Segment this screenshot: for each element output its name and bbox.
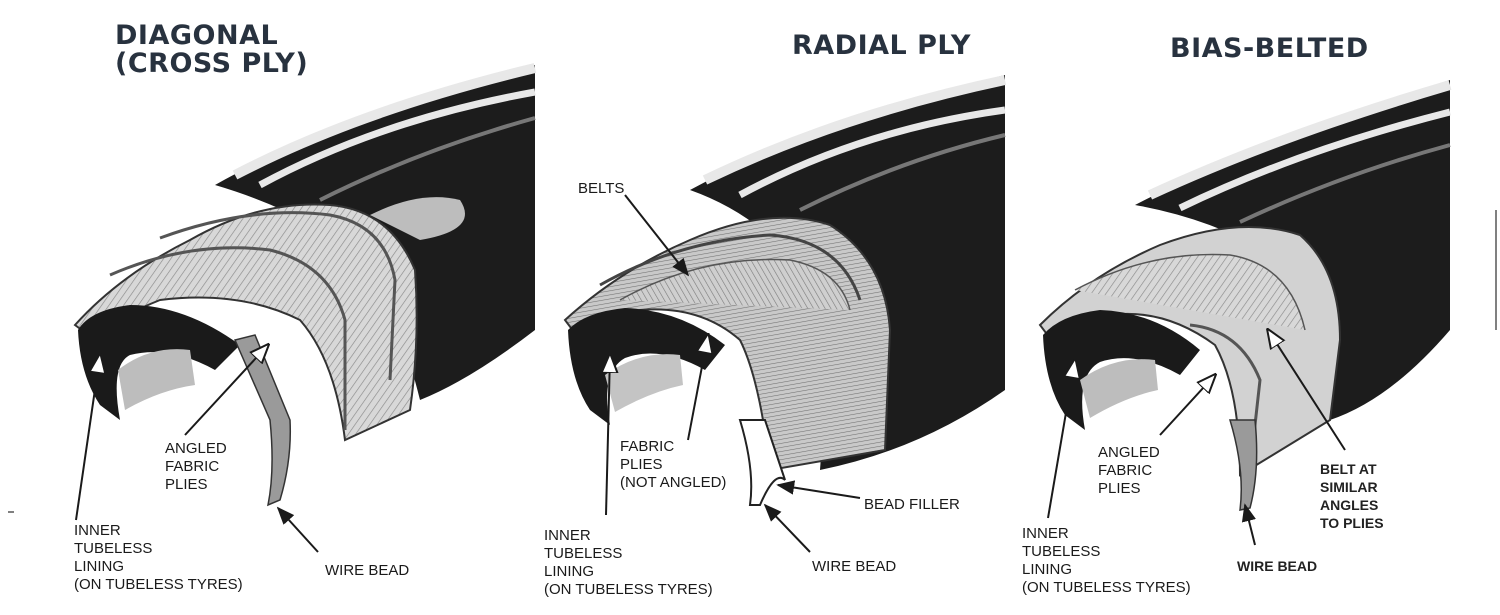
label-belt-similar-angles: BELT AT SIMILAR ANGLES TO PLIES [1320, 461, 1384, 531]
label-wire-bead: WIRE BEAD [812, 558, 897, 575]
title-diagonal: DIAGONAL (CROSS PLY) [115, 22, 308, 78]
title-bias-belted: BIAS-BELTED [1170, 33, 1369, 64]
tyre-bias-belted [1038, 80, 1452, 546]
label-wire-bead: WIRE BEAD [325, 562, 410, 579]
title-radial-ply: RADIAL PLY [792, 30, 971, 61]
label-inner-tubeless-lining: INNER TUBELESS LINING (ON TUBELESS TYRES… [74, 522, 243, 593]
tyre-diagonal [73, 63, 537, 553]
label-angled-fabric-plies: ANGLED FABRIC PLIES [1098, 444, 1160, 497]
label-angled-fabric-plies: ANGLED FABRIC PLIES [165, 440, 227, 493]
label-wire-bead: WIRE BEAD [1237, 558, 1318, 574]
title-diagonal-line1: DIAGONAL [115, 20, 279, 51]
label-inner-tubeless-lining: INNER TUBELESS LINING (ON TUBELESS TYRES… [544, 527, 713, 598]
label-fabric-plies-not-angled: FABRIC PLIES (NOT ANGLED) [620, 438, 727, 491]
label-belts: BELTS [578, 180, 625, 197]
tyre-radial [563, 75, 1007, 553]
label-inner-tubeless-lining: INNER TUBELESS LINING (ON TUBELESS TYRES… [1022, 525, 1191, 596]
label-bead-filler: BEAD FILLER [864, 496, 960, 513]
title-diagonal-line2: (CROSS PLY) [115, 48, 309, 79]
